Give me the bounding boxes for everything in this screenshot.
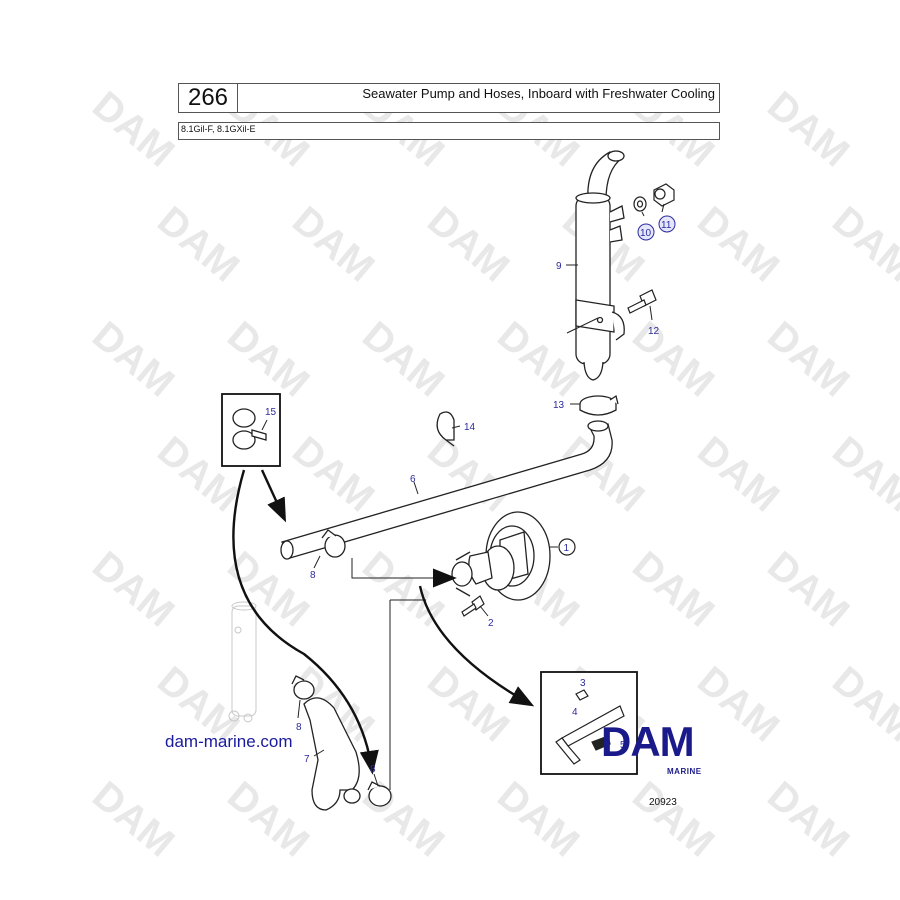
dam-logo: DAM	[601, 718, 695, 765]
watermark-text: DAM	[219, 313, 317, 405]
watermark-text: DAM	[624, 543, 722, 635]
plug-part-11	[653, 183, 675, 207]
watermark-text: DAM	[84, 83, 182, 175]
engine-models: 8.1Gil-F, 8.1GXil-E	[181, 124, 256, 134]
pointer-arrows	[232, 469, 535, 775]
watermark-text: DAM	[84, 773, 182, 865]
label-part-5: 5	[620, 740, 626, 751]
watermark-text: DAM	[824, 428, 900, 520]
detail-box-part-15	[221, 393, 281, 467]
watermark-text: DAM	[759, 83, 857, 175]
watermark-text: DAM	[689, 198, 787, 290]
leader-lines	[261, 203, 665, 790]
header-bar: 266 Seawater Pump and Hoses, Inboard wit…	[178, 83, 720, 113]
hose-clamp-part-8b	[291, 675, 315, 700]
label-part-8c: 8	[370, 764, 376, 775]
hose-part-6	[280, 420, 613, 560]
watermark-text: DAM	[419, 658, 517, 750]
label-part-3: 3	[580, 678, 586, 689]
watermark-text: DAM	[624, 773, 722, 865]
model-bar: 8.1Gil-F, 8.1GXil-E	[178, 122, 720, 140]
part-labels: 1 2 3 4 5 6 7 8 8 8 9 10 11 12 13 14 15	[265, 215, 676, 775]
watermark-text: DAM	[824, 658, 900, 750]
label-part-8a: 8	[310, 570, 316, 581]
website-link[interactable]: dam-marine.com	[165, 732, 293, 751]
drawing-number: 20923	[649, 797, 677, 808]
watermark-text: DAM	[419, 198, 517, 290]
label-part-9: 9	[556, 261, 562, 272]
label-part-14: 14	[464, 422, 476, 433]
watermark-text: DAM	[759, 773, 857, 865]
watermark-text: DAM	[219, 773, 317, 865]
watermark-text: DAM	[624, 313, 722, 405]
page-title: Seawater Pump and Hoses, Inboard with Fr…	[362, 86, 715, 101]
label-part-12: 12	[648, 326, 660, 337]
label-part-2: 2	[488, 618, 494, 629]
hose-part-7	[303, 697, 361, 811]
watermark-text: DAM	[759, 313, 857, 405]
watermark-text: DAM	[489, 313, 587, 405]
hose-clamp-part-13	[579, 394, 619, 416]
label-part-4: 4	[572, 707, 578, 718]
hose-clamp-part-8a	[321, 529, 346, 558]
label-part-7: 7	[304, 754, 310, 765]
bolt-part-2	[461, 595, 485, 617]
watermark-text: DAM	[489, 773, 587, 865]
label-part-6: 6	[410, 474, 416, 485]
watermark-text: DAM	[149, 198, 247, 290]
watermark-text: DAM	[354, 313, 452, 405]
watermark-text: DAM	[354, 543, 452, 635]
clip-part-14	[436, 411, 455, 447]
label-part-8b: 8	[296, 722, 302, 733]
watermark-text: DAM	[824, 198, 900, 290]
heat-exchanger-part-9	[575, 150, 625, 381]
hose-clamp-part-8c	[367, 781, 392, 807]
label-part-13: 13	[553, 400, 565, 411]
watermark-text: DAM	[759, 543, 857, 635]
label-part-1: 1	[564, 543, 570, 554]
dam-logo-subtitle: MARINE	[667, 767, 702, 776]
watermark-text: DAM	[284, 428, 382, 520]
engine-reference-outline	[228, 601, 257, 723]
washer-part-10	[633, 196, 647, 212]
watermark-text: DAM	[284, 198, 382, 290]
watermark-text: DAM	[84, 543, 182, 635]
page-number: 266	[179, 84, 238, 112]
watermark-text: DAM	[689, 428, 787, 520]
watermark-text: DAM	[689, 658, 787, 750]
detail-box-parts-3-5	[540, 671, 638, 775]
label-part-10: 10	[640, 228, 652, 239]
bolt-part-12	[627, 289, 657, 314]
label-part-15: 15	[265, 407, 277, 418]
label-part-11: 11	[661, 220, 672, 231]
watermark-text: DAM	[84, 313, 182, 405]
seawater-pump-part-1	[451, 511, 551, 601]
